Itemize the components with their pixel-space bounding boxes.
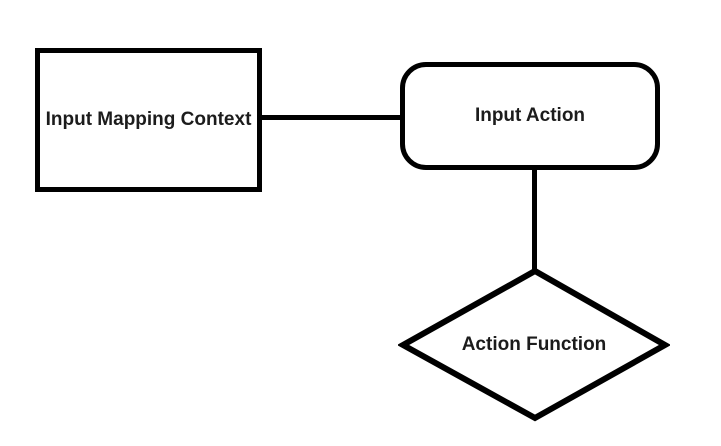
node-input-mapping-context[interactable]: Input Mapping Context [35,48,262,192]
node-input-action-label: Input Action [474,105,586,126]
node-input-action[interactable]: Input Action [400,62,660,170]
node-action-function[interactable]: Action Function [398,266,670,423]
node-input-mapping-context-label: Input Mapping Context [45,109,252,130]
diamond-shape [398,267,670,422]
connector-action-to-function [532,168,537,271]
connector-context-to-action [260,115,402,120]
